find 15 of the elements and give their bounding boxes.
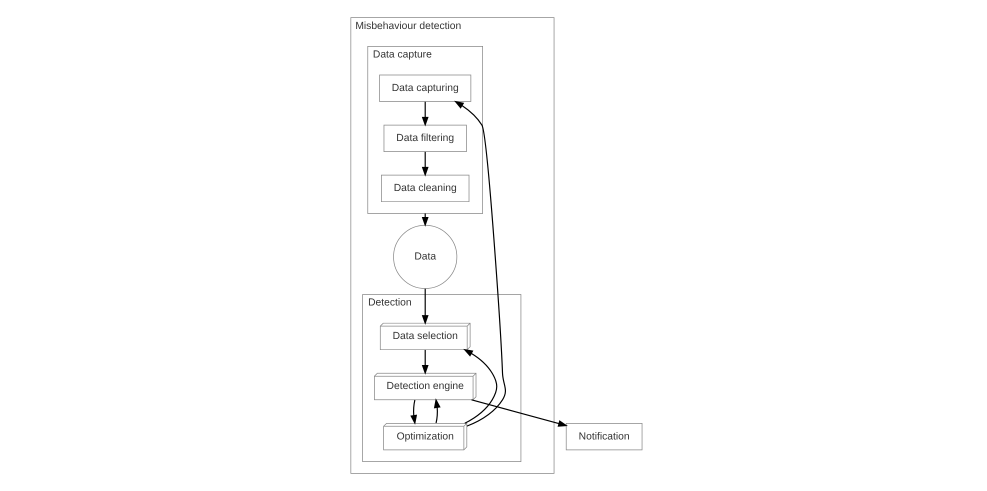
arrow [422, 288, 429, 325]
arrow [471, 399, 568, 427]
arrow [410, 400, 418, 425]
arrow [422, 213, 429, 227]
node-box: Data filtering [384, 124, 467, 152]
arrow [434, 398, 441, 424]
node-circle: Data [393, 224, 458, 289]
node-box: Data cleaning [381, 174, 470, 202]
arrow [454, 100, 506, 427]
arrow [422, 350, 429, 375]
node-box: Data capturing [379, 74, 472, 102]
arrow [422, 152, 429, 177]
arrow [463, 348, 498, 424]
node-box: Notification [566, 422, 642, 450]
arrow [422, 102, 429, 127]
